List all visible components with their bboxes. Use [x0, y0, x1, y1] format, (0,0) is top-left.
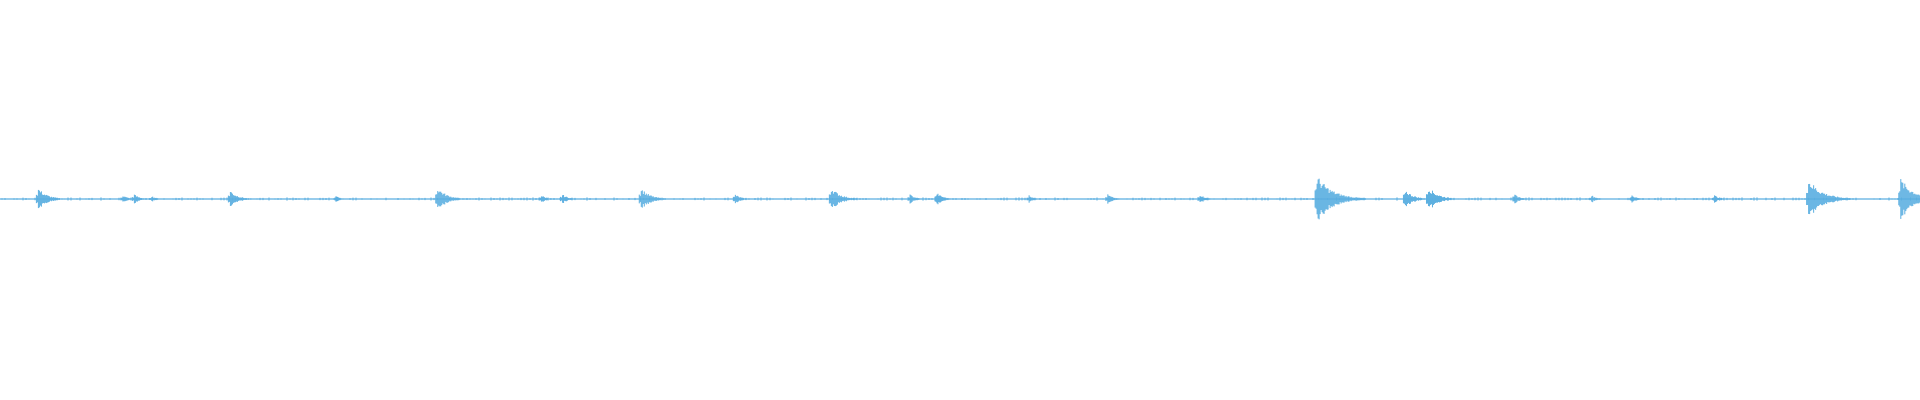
waveform-transients: [1, 178, 1920, 220]
